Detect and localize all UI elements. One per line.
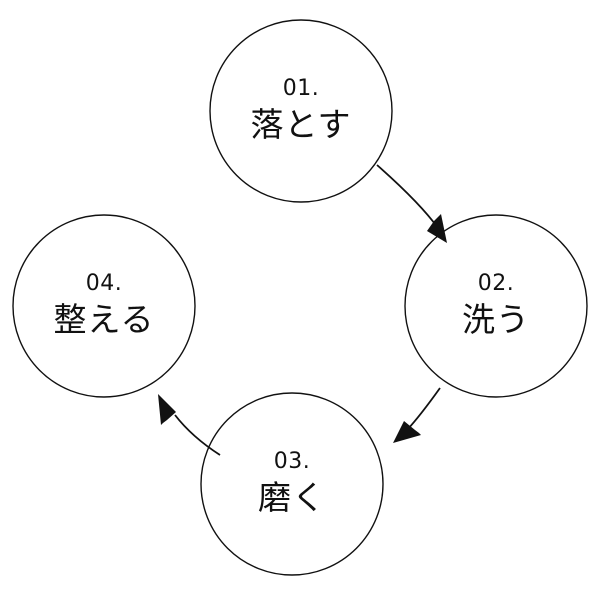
node-circle-step-01[interactable] [209,19,393,203]
node-circle-step-03[interactable] [200,392,384,576]
node-circle-step-04[interactable] [12,214,196,398]
arrow-line-03-to-04 [174,414,221,456]
arrow-line-02-to-03 [406,387,441,431]
arrow-head-02-to-03 [393,421,421,443]
node-circle-step-02[interactable] [404,214,588,398]
arrow-line-01-to-02 [376,164,439,229]
arrow-head-03-to-04 [158,394,176,425]
arrow-head-01-to-02 [427,214,447,243]
